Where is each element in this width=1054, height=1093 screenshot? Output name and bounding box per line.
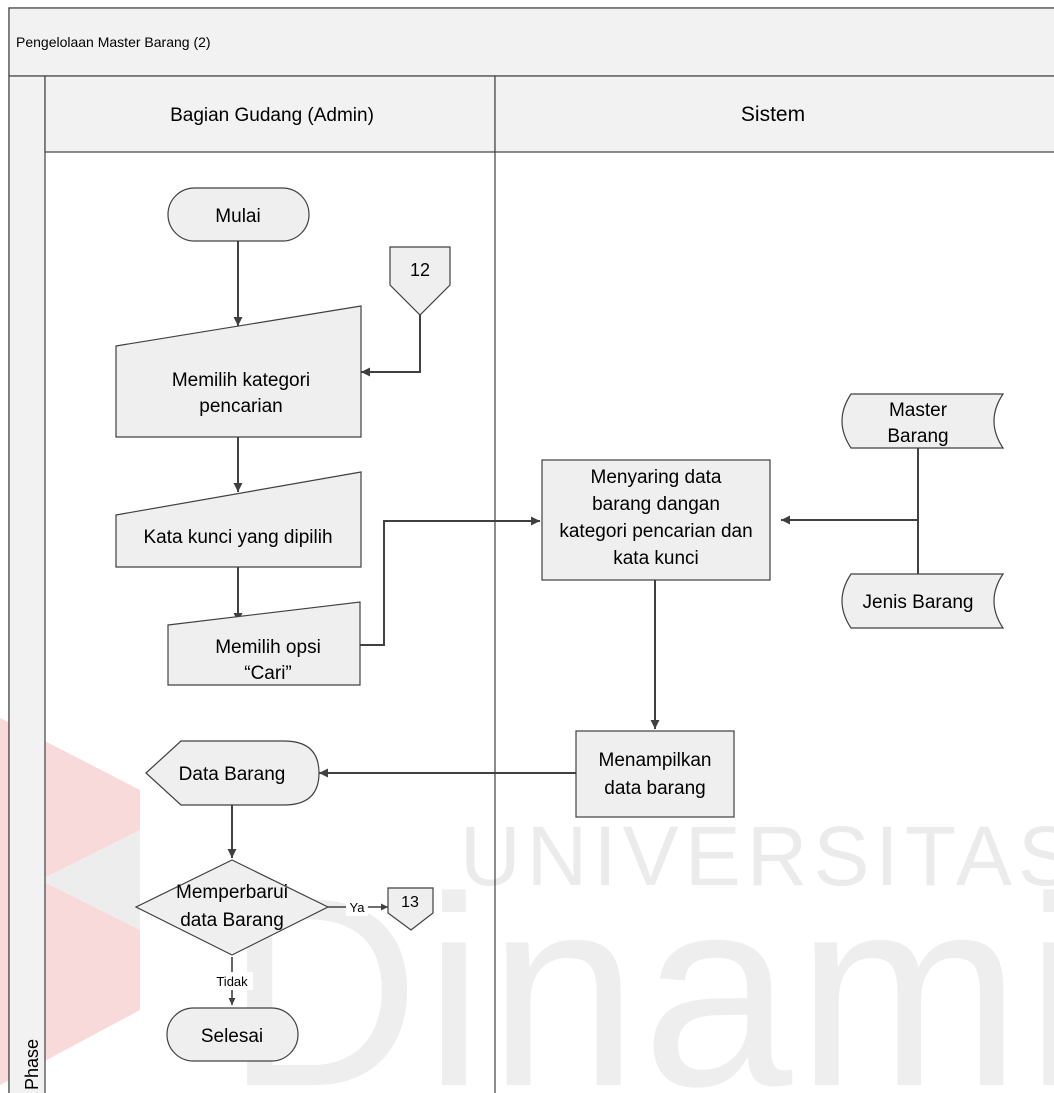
process-show-data — [575, 730, 735, 818]
end-terminator — [166, 1007, 299, 1062]
watermark-word-universitas: UNIVERSITAS — [460, 809, 1054, 903]
show-data-line1: Menampilkan — [599, 750, 712, 771]
watermark-logo-inner — [40, 830, 140, 930]
filter-line2: barang dangan — [592, 494, 720, 515]
display-data-barang — [145, 740, 320, 806]
connector-13-label: 13 — [401, 894, 419, 911]
decision-line1: Memperbarui — [176, 882, 288, 903]
edge-master-to-filter — [781, 448, 919, 525]
datastore-jenis-barang — [841, 573, 1005, 629]
data-barang-label: Data Barang — [179, 764, 286, 785]
decision-line2: data Barang — [180, 910, 284, 931]
start-label: Mulai — [215, 206, 260, 227]
lane-title-admin: Bagian Gudang (Admin) — [170, 105, 374, 126]
process-filter — [541, 459, 771, 581]
choose-search-line1: Memilih opsi — [215, 637, 321, 658]
yes-label: Ya — [350, 900, 366, 915]
manual-input-choose-search — [167, 601, 361, 686]
filter-line3: kategori pencarian dan — [559, 521, 752, 542]
choose-search-line2: “Cari” — [244, 663, 292, 684]
filter-line1: Menyaring data — [591, 467, 722, 488]
offpage-connector-13 — [387, 887, 434, 931]
edge-connector12-to-select — [361, 315, 421, 377]
yes-label-bg — [346, 898, 368, 916]
end-label: Selesai — [201, 1026, 263, 1047]
lane-title-sistem: Sistem — [741, 103, 805, 126]
datastore-master-barang — [841, 393, 1005, 449]
select-category-line2: pencarian — [199, 396, 282, 417]
jenis-barang-label: Jenis Barang — [863, 592, 974, 613]
filter-line4: kata kunci — [613, 548, 699, 569]
lane-header-admin — [44, 75, 496, 153]
offpage-connector-12 — [389, 246, 451, 316]
keyword-label: Kata kunci yang dipilih — [143, 527, 332, 548]
show-data-line2: data barang — [604, 778, 705, 799]
edge-choose-to-filter — [360, 516, 540, 646]
manual-input-select-category — [115, 305, 362, 438]
watermark-word-dinamika: Dinamika — [225, 842, 1054, 1093]
lane-header-sistem — [494, 75, 1054, 153]
phase-label: Phase — [22, 1039, 42, 1090]
manual-input-keyword — [115, 471, 362, 568]
master-barang-line2: Barang — [887, 426, 948, 447]
start-terminator — [167, 187, 310, 242]
pool-header — [8, 7, 1054, 77]
no-label-bg — [211, 972, 253, 990]
master-barang-line1: Master — [889, 400, 948, 421]
connector-12-label: 12 — [410, 260, 430, 280]
edges — [227, 241, 919, 858]
phase-column — [8, 75, 46, 1093]
decision-update — [134, 859, 330, 956]
no-label: Tidak — [216, 974, 248, 989]
select-category-line1: Memilih kategori — [172, 370, 310, 391]
diagram-title: Pengelolaan Master Barang (2) — [16, 34, 211, 50]
